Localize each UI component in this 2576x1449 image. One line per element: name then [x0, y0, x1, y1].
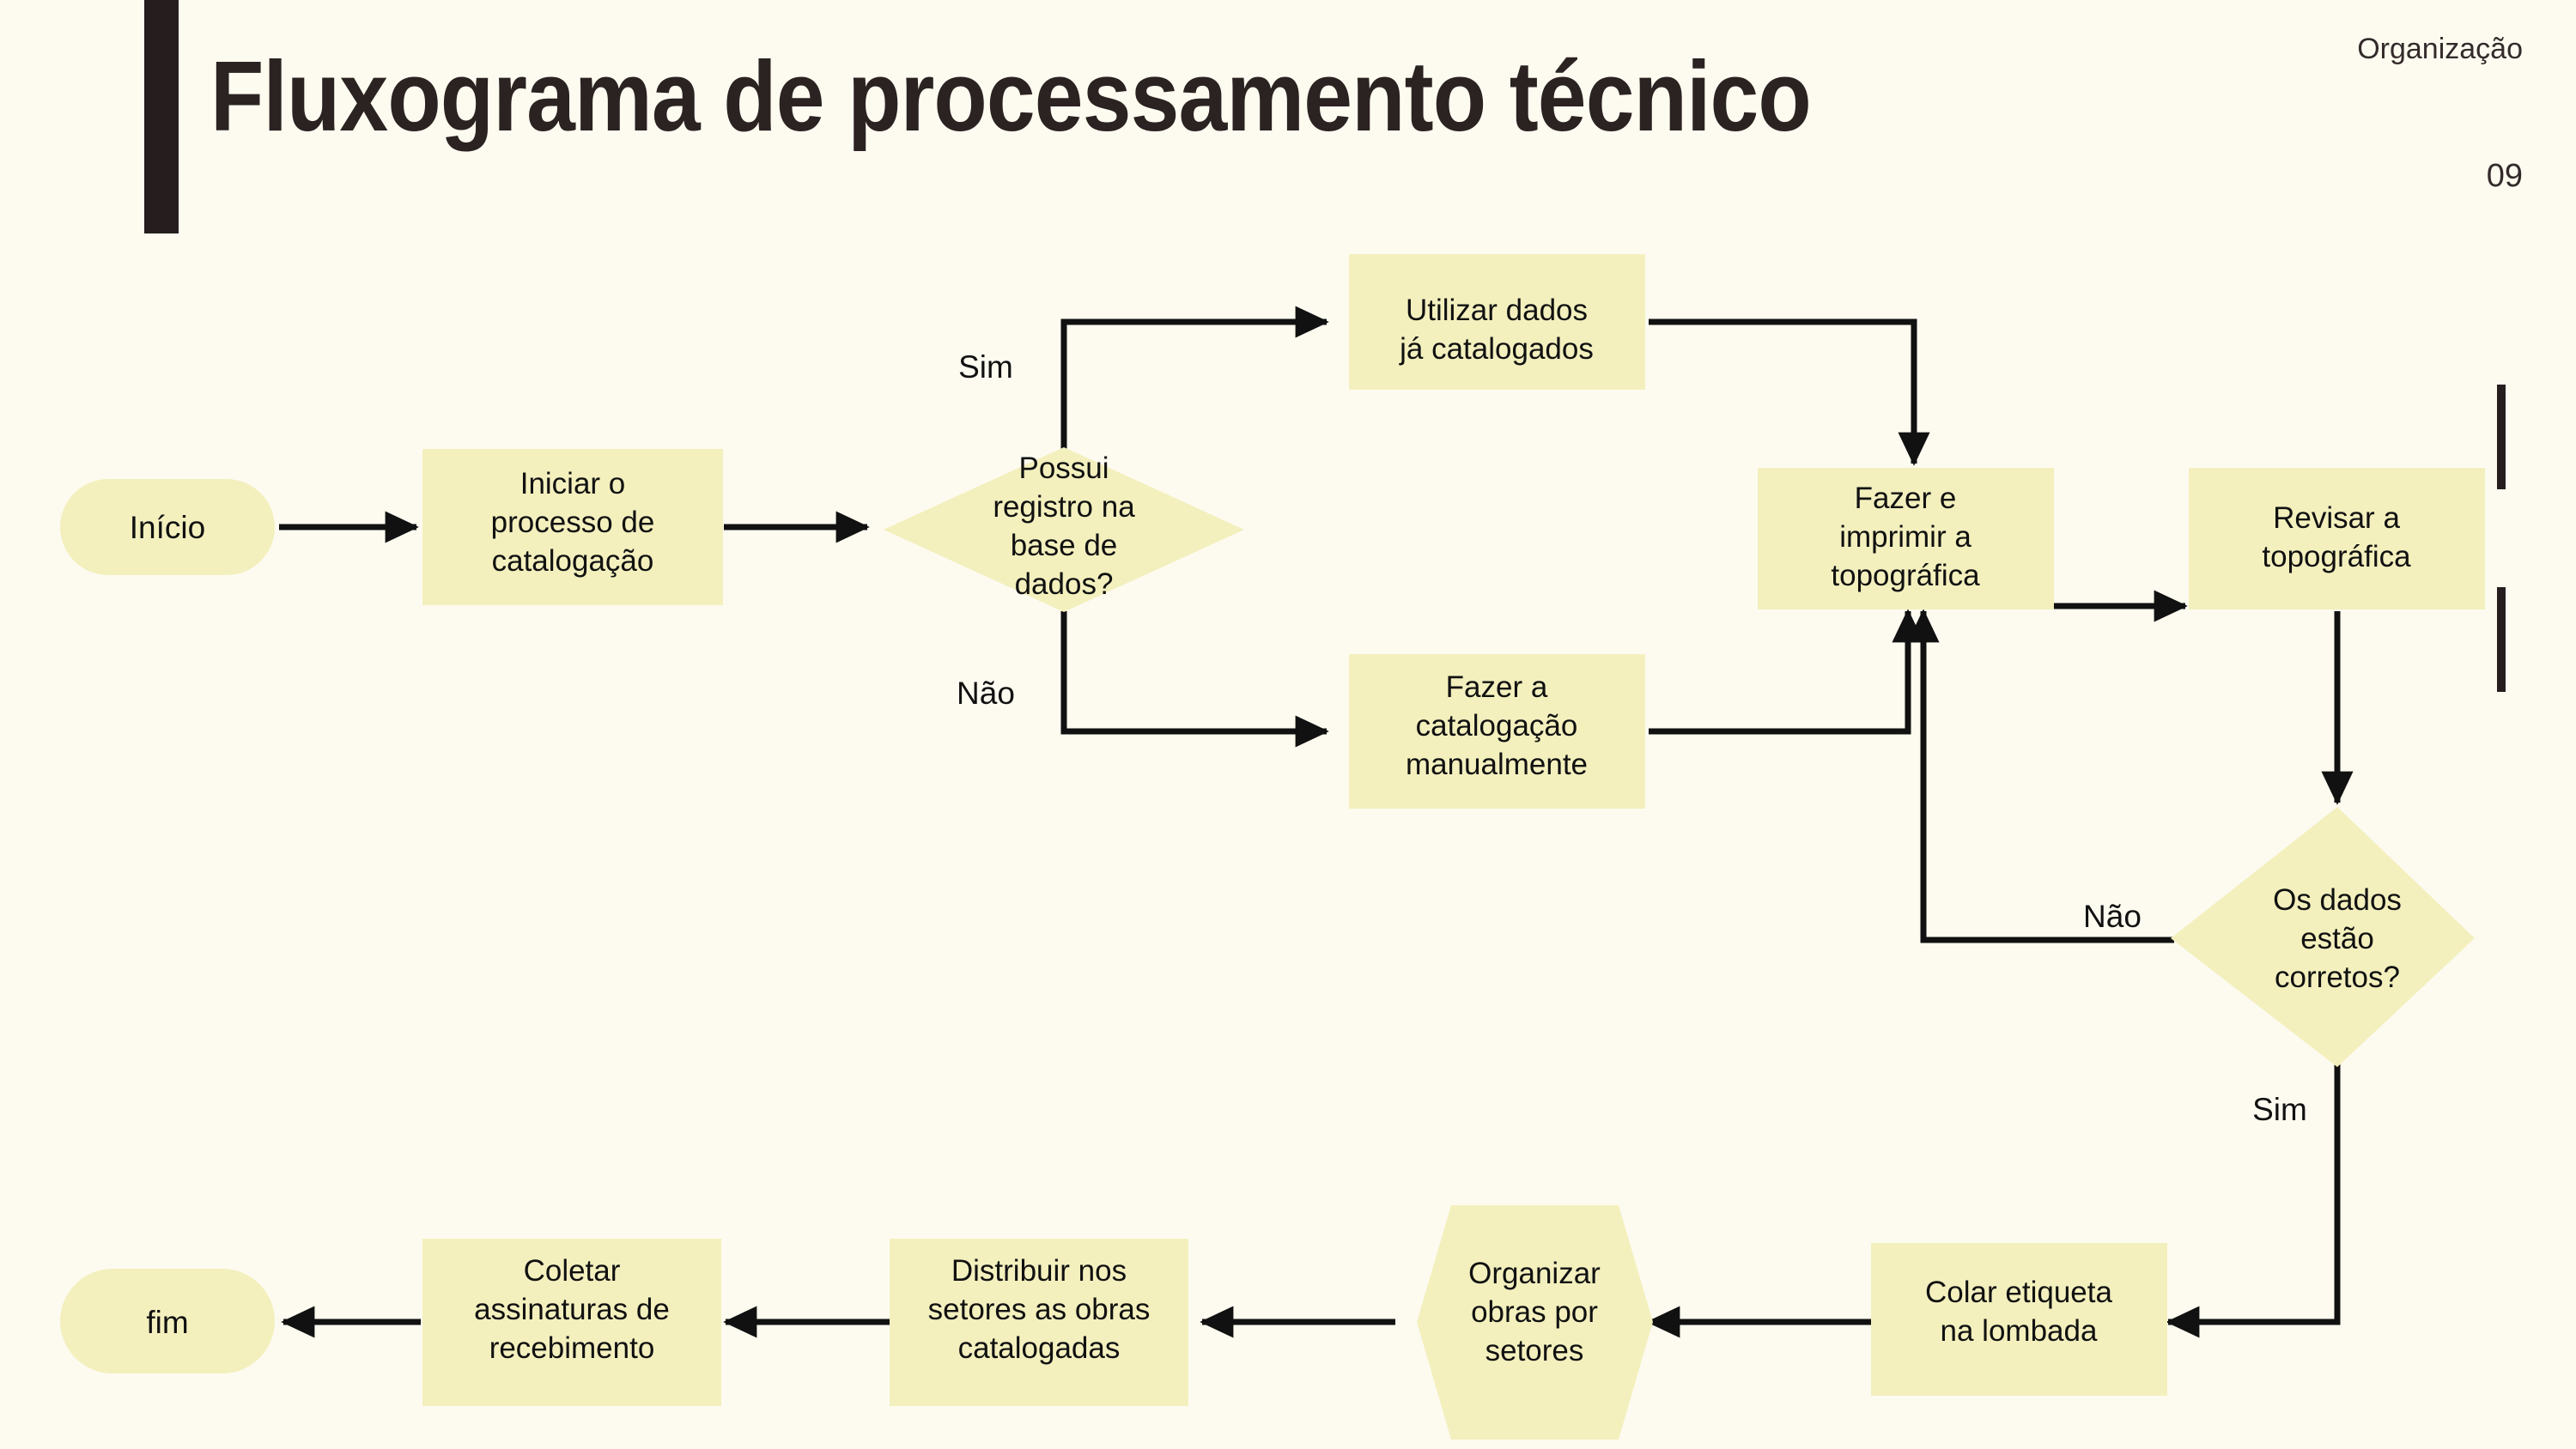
edge-corretos-imprimir-nao [1907, 609, 2174, 943]
flow-edge-labels: Sim Não Não Sim [957, 349, 2307, 1127]
node-etiqueta-shape [1871, 1243, 2167, 1396]
node-iniciar-line2: processo de [491, 506, 655, 539]
node-utilizar[interactable]: Utilizar dados já catalogados [1349, 254, 1645, 390]
node-etiqueta-line2: na lombada [1941, 1314, 2098, 1348]
node-manual-line1: Fazer a [1446, 670, 1548, 704]
node-possui[interactable]: Possui registro na base de dados? [884, 447, 1244, 612]
node-iniciar-line3: catalogação [492, 544, 654, 578]
node-possui-line3: base de [1011, 529, 1118, 562]
page-title: Fluxograma de processamento técnico [210, 40, 1812, 152]
node-possui-line2: registro na [993, 490, 1135, 524]
node-imprimir[interactable]: Fazer e imprimir a topográfica [1758, 468, 2054, 609]
node-possui-shape [884, 447, 1244, 612]
node-distribuir-line3: catalogadas [958, 1331, 1121, 1365]
node-corretos-line1: Os dados [2273, 883, 2402, 917]
node-distribuir[interactable]: Distribuir nos setores as obras cataloga… [890, 1239, 1188, 1406]
node-manual-line2: catalogação [1416, 709, 1578, 743]
flow-edges [279, 306, 2354, 1338]
node-fim-shape [60, 1269, 275, 1373]
node-organizar-line3: setores [1485, 1334, 1584, 1367]
node-utilizar-line1: Utilizar dados [1406, 294, 1588, 327]
edge-label-corretos-sim: Sim [2252, 1092, 2307, 1127]
edge-label-possui-nao: Não [957, 676, 1015, 711]
node-revisar[interactable]: Revisar a topográfica [2189, 468, 2485, 609]
node-iniciar-line1: Iniciar o [520, 467, 626, 500]
edge-label-possui-sim: Sim [958, 349, 1013, 385]
node-utilizar-line2: já catalogados [1399, 332, 1594, 366]
node-etiqueta[interactable]: Colar etiqueta na lombada [1871, 1243, 2167, 1396]
section-label: Organização [2357, 33, 2523, 65]
node-iniciar-shape [422, 449, 723, 605]
title-accent-bar [144, 0, 179, 233]
node-revisar-shape [2189, 468, 2485, 609]
edge-manual-imprimir [1649, 609, 1924, 735]
node-possui-line4: dados? [1015, 567, 1114, 601]
node-imprimir-shape [1758, 468, 2054, 609]
decorative-bar-top [2497, 385, 2506, 489]
node-corretos-line2: estão [2300, 922, 2374, 955]
node-distribuir-line1: Distribuir nos [951, 1254, 1127, 1288]
node-imprimir-line2: imprimir a [1839, 520, 1971, 554]
node-fim[interactable]: fim [60, 1269, 275, 1373]
node-organizar[interactable]: Organizar obras por setores [1417, 1205, 1653, 1440]
slide-number: 09 [2486, 158, 2523, 194]
node-manual-shape [1349, 654, 1645, 809]
edge-label-corretos-nao: Não [2083, 899, 2142, 934]
node-organizar-line1: Organizar [1468, 1257, 1601, 1290]
node-etiqueta-line1: Colar etiqueta [1925, 1276, 2112, 1309]
node-organizar-line2: obras por [1471, 1295, 1598, 1329]
edge-utilizar-imprimir [1649, 318, 1930, 466]
node-distribuir-shape [890, 1239, 1188, 1406]
node-organizar-shape [1417, 1205, 1653, 1440]
node-manual-line3: manualmente [1406, 748, 1588, 781]
node-imprimir-line3: topográfica [1831, 559, 1980, 592]
node-utilizar-shape [1349, 254, 1645, 390]
node-distribuir-line2: setores as obras [928, 1293, 1151, 1326]
node-imprimir-line1: Fazer e [1855, 482, 1957, 515]
edge-corretos-etiqueta-sim [2166, 1064, 2341, 1338]
node-coletar[interactable]: Coletar assinaturas de recebimento [422, 1239, 721, 1406]
edge-possui-manual [1060, 611, 1329, 748]
node-coletar-shape [422, 1239, 721, 1406]
edge-possui-utilizar [1060, 306, 1329, 450]
node-corretos[interactable]: Os dados estão corretos? [2171, 807, 2475, 1067]
node-inicio[interactable]: Início [60, 479, 275, 575]
node-revisar-line2: topográfica [2262, 540, 2411, 573]
decorative-bar-bottom [2497, 587, 2506, 692]
node-possui-line1: Possui [1018, 452, 1109, 485]
node-coletar-line3: recebimento [489, 1331, 655, 1365]
node-coletar-line2: assinaturas de [474, 1293, 670, 1326]
node-corretos-shape [2171, 807, 2475, 1067]
node-iniciar[interactable]: Iniciar o processo de catalogação [422, 449, 723, 605]
node-inicio-shape [60, 479, 275, 575]
node-fim-label: fim [146, 1305, 188, 1340]
node-inicio-label: Início [130, 510, 205, 545]
node-coletar-line1: Coletar [524, 1254, 621, 1288]
node-manual[interactable]: Fazer a catalogação manualmente [1349, 654, 1645, 809]
node-corretos-line3: corretos? [2275, 961, 2400, 994]
node-revisar-line1: Revisar a [2273, 501, 2400, 535]
